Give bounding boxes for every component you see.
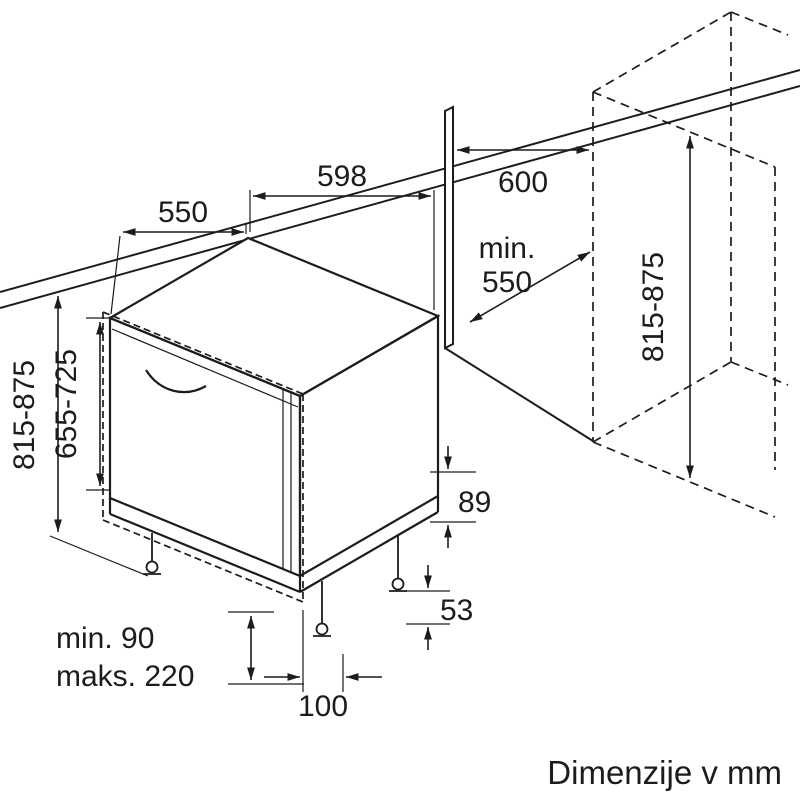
countertop [0, 69, 800, 309]
label-rear-foot-offset: 53 [440, 594, 473, 627]
dim-niche-depth: min. 550 [469, 232, 591, 323]
adjustable-foot-front [313, 581, 331, 637]
label-door-panel-height: 655-725 [50, 349, 83, 459]
label-niche-depth-value: 550 [482, 266, 532, 299]
dim-rear-clearance: 89 [430, 446, 491, 548]
label-overall-height: 815-875 [8, 360, 41, 470]
label-front-foot-setback: 100 [298, 690, 348, 723]
floor-line [49, 535, 149, 577]
dim-plinth-range: min. 90 maks. 220 [56, 611, 304, 693]
dishwasher-base [108, 496, 440, 594]
dim-overall-height: 815-875 [8, 296, 62, 532]
dishwasher [49, 236, 441, 637]
niche-dashed-outline [592, 11, 789, 518]
label-appliance-width: 598 [317, 160, 367, 193]
dim-door-panel-height: 655-725 [50, 317, 110, 491]
adjustable-foot-rear [389, 535, 407, 592]
label-niche-height: 815-875 [637, 252, 670, 362]
label-plinth-min: min. 90 [56, 622, 154, 655]
dim-top-depth: 550 [110, 196, 247, 315]
niche-side-panel [444, 105, 594, 442]
diagram-caption: Dimenzije v mm [547, 754, 782, 791]
label-plinth-max: maks. 220 [56, 660, 194, 693]
dim-appliance-width: 598 [249, 160, 435, 310]
dishwasher-silhouette [110, 238, 438, 592]
label-top-depth: 550 [158, 196, 208, 229]
dim-front-foot-setback: 100 [264, 610, 382, 723]
label-niche-width: 600 [498, 166, 548, 199]
dim-rear-foot-offset: 53 [406, 565, 473, 650]
label-rear-clearance: 89 [458, 486, 491, 519]
dim-niche-width: 600 [457, 146, 589, 199]
door-handle [145, 369, 207, 394]
adjustable-foot-left [143, 533, 161, 575]
label-niche-depth-min: min. [479, 232, 536, 265]
dim-niche-height: 815-875 [637, 136, 694, 478]
